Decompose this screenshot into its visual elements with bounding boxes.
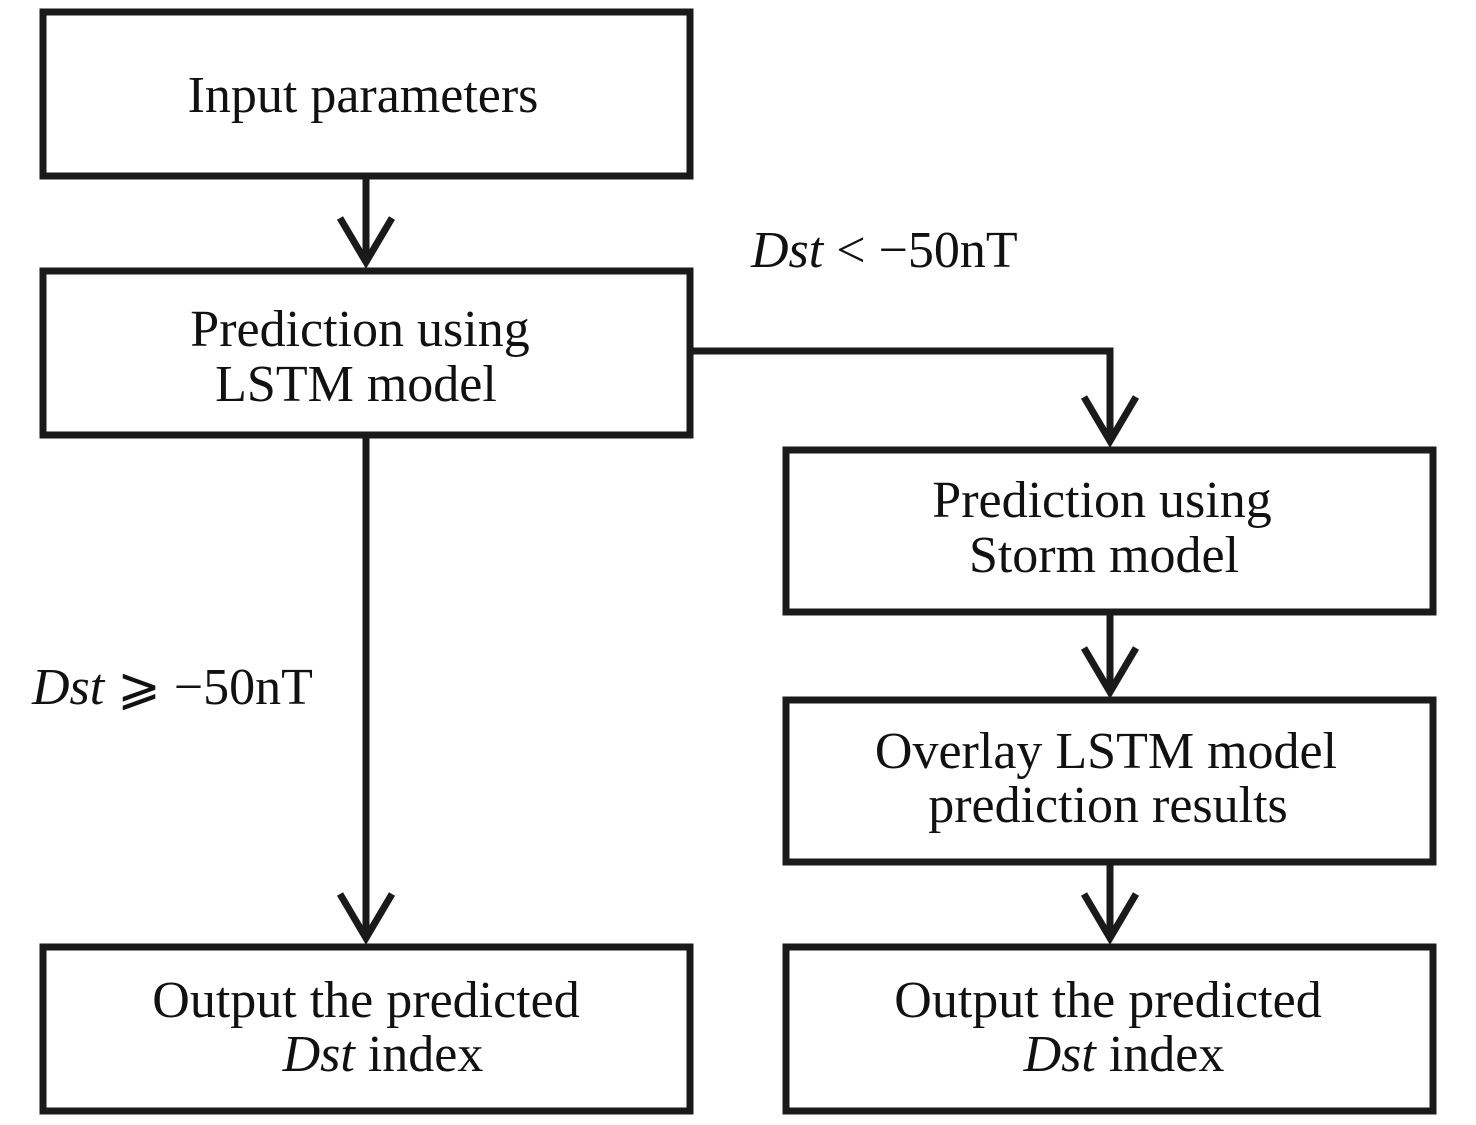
condition-storm-var: Dst	[750, 222, 825, 279]
node-overlay-results-line1: Overlay LSTM model	[875, 723, 1337, 780]
node-output-right-line1: Output the predicted	[894, 972, 1321, 1029]
arrowhead-lstm-to-storm	[1080, 395, 1140, 448]
condition-quiet-threshold: ⩾ −50nT	[104, 659, 313, 716]
node-output-left: Output the predicted Dst index	[39, 943, 694, 1115]
arrowhead-lstm-to-output-left	[336, 892, 396, 945]
node-lstm-prediction-line1: Prediction using	[190, 301, 529, 358]
node-storm-prediction: Prediction using Storm model	[782, 446, 1437, 616]
node-output-left-line2: Dst index	[282, 1026, 484, 1083]
condition-storm-threshold: < −50nT	[823, 222, 1017, 279]
arrowhead-storm-to-overlay	[1080, 646, 1140, 699]
node-output-right-index-word: index	[1096, 1026, 1225, 1083]
node-overlay-results: Overlay LSTM model prediction results	[782, 696, 1437, 866]
node-output-left-dst-var: Dst	[282, 1026, 357, 1083]
node-output-left-index-word: index	[355, 1026, 484, 1083]
node-output-right-dst-var: Dst	[1023, 1026, 1098, 1083]
condition-quiet-branch: Dst ⩾ −50nT	[31, 659, 313, 716]
node-storm-prediction-line2: Storm model	[969, 527, 1239, 584]
node-lstm-prediction-line2: LSTM model	[215, 356, 497, 413]
node-overlay-results-line2: prediction results	[928, 777, 1288, 834]
node-storm-prediction-line1: Prediction using	[932, 472, 1271, 529]
arrowhead-input-to-lstm	[336, 216, 396, 269]
node-input-parameters: Input parameters	[39, 8, 694, 180]
node-input-parameters-label: Input parameters	[188, 67, 539, 124]
node-output-left-line1: Output the predicted	[152, 972, 579, 1029]
edge-lstm-to-storm	[690, 347, 1114, 441]
condition-quiet-var: Dst	[31, 659, 106, 716]
node-lstm-prediction: Prediction using LSTM model	[39, 267, 694, 439]
node-output-right: Output the predicted Dst index	[782, 943, 1437, 1115]
arrowhead-overlay-to-output-right	[1080, 892, 1140, 945]
condition-storm-branch: Dst < −50nT	[750, 222, 1018, 279]
node-output-right-line2: Dst index	[1023, 1026, 1225, 1083]
